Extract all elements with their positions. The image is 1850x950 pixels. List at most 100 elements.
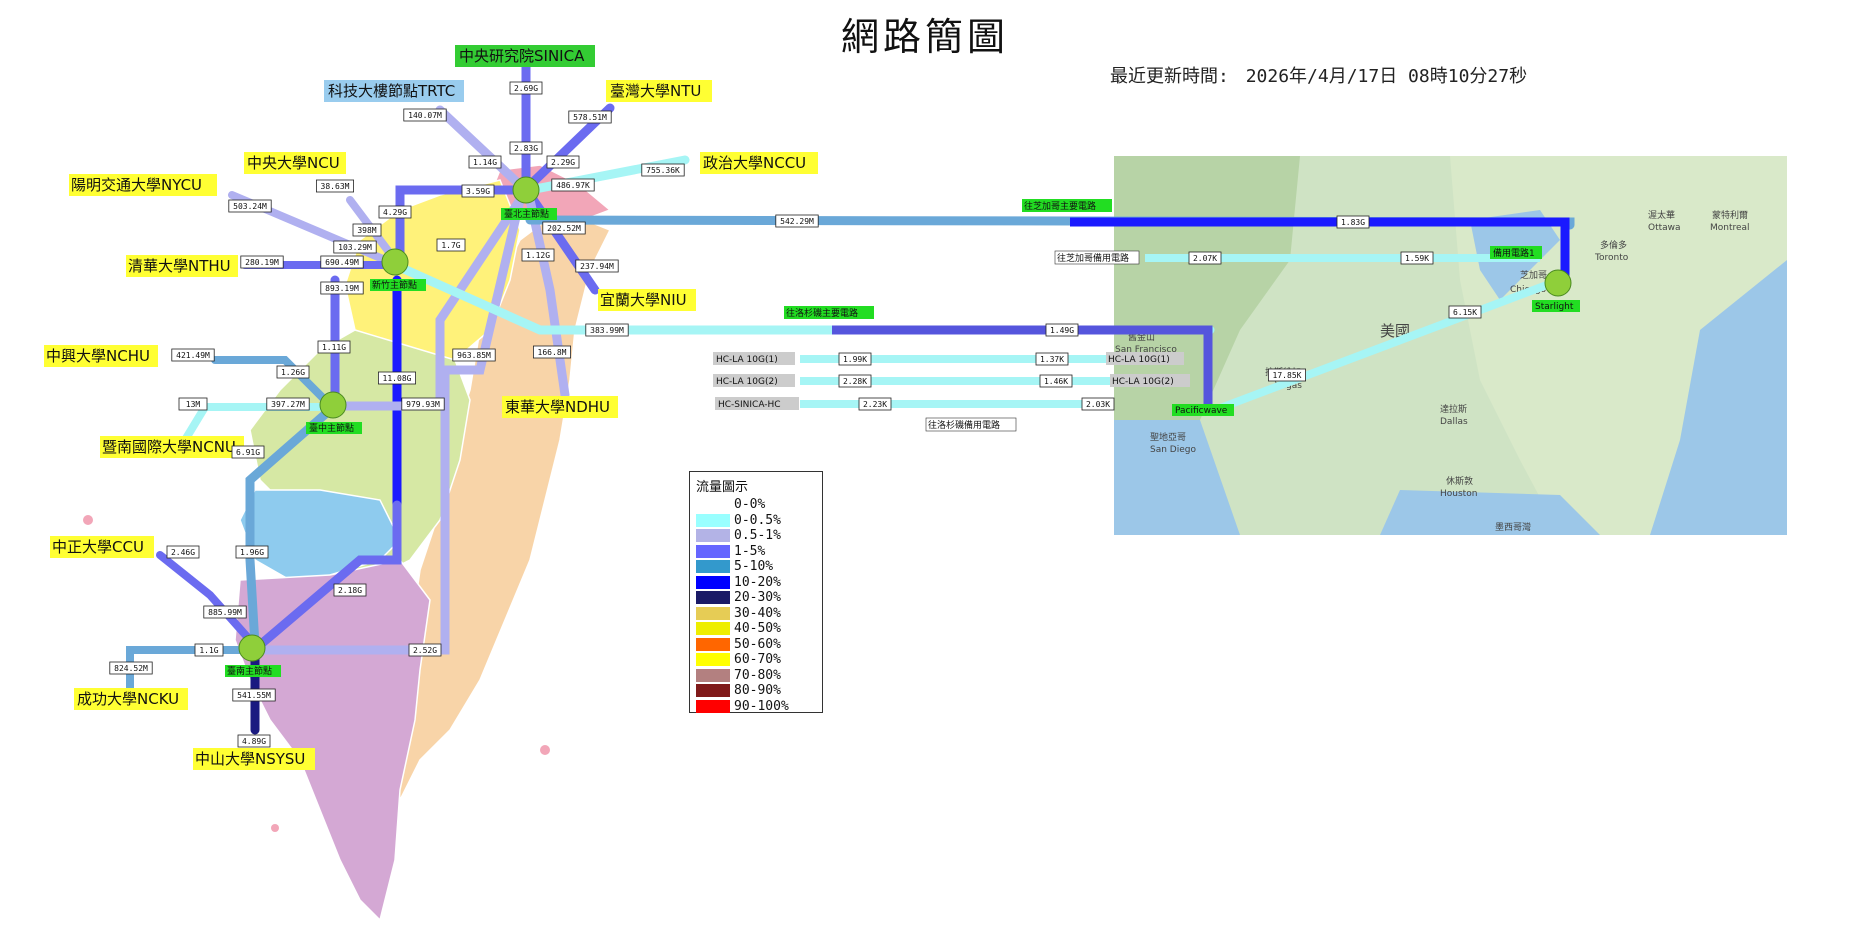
site-nchu[interactable]: 中興大學NCHU — [46, 347, 150, 365]
traffic-value-bg — [1448, 305, 1482, 319]
traffic-value-box: 541.55M — [232, 688, 276, 702]
traffic-value-box: 690.49M — [320, 255, 364, 269]
traffic-value: 824.52M — [114, 664, 148, 673]
circuit-labels: 往芝加哥主要電路 往芝加哥備用電路 備用電路1 往洛杉磯主要電路 往洛杉磯備用電… — [713, 199, 1542, 432]
traffic-value-box: 4.89G — [237, 734, 271, 748]
us-map-atlantic — [1650, 260, 1787, 535]
traffic-value-box: 280.19M — [240, 255, 284, 269]
traffic-value: 17.85K — [1273, 371, 1302, 380]
link-taichung-tainan — [245, 405, 335, 650]
site-nccu[interactable]: 政治大學NCCU — [703, 154, 806, 172]
traffic-value: 2.69G — [514, 84, 538, 93]
traffic-value: 1.99K — [843, 355, 867, 364]
node-taipei[interactable] — [512, 176, 540, 204]
traffic-value: 1.7G — [441, 241, 460, 250]
traffic-value-bg — [320, 281, 364, 295]
legend-swatch — [696, 560, 730, 574]
traffic-value: 166.8M — [538, 348, 567, 357]
site-nycu[interactable]: 陽明交通大學NYCU — [71, 176, 202, 194]
site-ntu[interactable]: 臺灣大學NTU — [610, 82, 701, 100]
traffic-value: 4.29G — [383, 208, 407, 217]
last-updated-value: 2026年/4月/17日 08時10分27秒 — [1245, 66, 1528, 87]
site-nthu[interactable]: 清華大學NTHU — [128, 257, 231, 275]
traffic-value: 2.46G — [171, 548, 195, 557]
node-label-hsinchu: 新竹主節點 — [372, 279, 417, 291]
traffic-value-bg — [1081, 397, 1115, 411]
traffic-value-box: 963.85M — [452, 348, 496, 362]
site-ncu[interactable]: 中央大學NCU — [247, 154, 340, 172]
site-niu[interactable]: 宜蘭大學NIU — [600, 291, 687, 309]
node-starlight[interactable] — [1544, 269, 1572, 297]
legend-swatch — [696, 684, 730, 698]
legend-label: 20-30% — [734, 590, 781, 606]
site-nsysu[interactable]: 中山大學NSYSU — [195, 750, 305, 768]
traffic-value-box: 11.08G — [377, 371, 416, 385]
legend-label: 0.5-1% — [734, 528, 781, 544]
site-ncku[interactable]: 成功大學NCKU — [77, 690, 179, 708]
link-tainan-center — [255, 500, 402, 650]
traffic-value-box: 1.46K — [1039, 374, 1073, 388]
traffic-value-bg — [452, 348, 496, 362]
node-label-tainan: 臺南主節點 — [227, 665, 272, 677]
node-hsinchu[interactable] — [381, 248, 409, 276]
traffic-value-bg — [408, 643, 442, 657]
traffic-value-bg — [377, 371, 416, 385]
traffic-value-bg — [235, 545, 269, 559]
site-trtc[interactable]: 科技大樓節點TRTC — [328, 82, 455, 100]
site-ndhu[interactable]: 東華大學NDHU — [505, 398, 610, 416]
link-ndhu — [525, 195, 570, 400]
traffic-value: 963.85M — [457, 351, 491, 360]
traffic-value-box: 398M — [352, 223, 382, 237]
legend-item: 90-100% — [690, 699, 822, 715]
site-ccu[interactable]: 中正大學CCU — [52, 538, 144, 556]
legend-label: 0-0.5% — [734, 512, 781, 528]
legend-item: 80-90% — [690, 683, 822, 699]
node-tainan[interactable] — [238, 634, 266, 662]
traffic-value-bg — [509, 141, 543, 155]
link-pacificwave-starlight — [1213, 276, 1562, 414]
node-taichung[interactable] — [319, 391, 347, 419]
traffic-value-bg — [378, 205, 412, 219]
traffic-value-box: 237.94M — [575, 259, 619, 273]
legend-item: 1-5% — [690, 544, 822, 560]
site-sinica[interactable]: 中央研究院SINICA — [459, 47, 585, 65]
legend-title: 流量圖示 — [696, 480, 749, 495]
legend-swatch — [696, 653, 730, 667]
traffic-value-bg — [1035, 352, 1069, 366]
circuit-chicago-main: 往芝加哥主要電路 — [1024, 200, 1096, 212]
node-label-pacificwave: Pacificwave — [1175, 406, 1228, 416]
main-nodes: 臺北主節點 新竹主節點 臺中主節點 臺南主節點 Starlight Pacifi… — [225, 176, 1580, 677]
legend-swatch — [696, 668, 730, 682]
legend-item: 70-80% — [690, 668, 822, 684]
traffic-value: 1.37K — [1040, 355, 1064, 364]
traffic-value-box: 202.52M — [542, 221, 586, 235]
traffic-value: 755.36K — [646, 166, 680, 175]
traffic-value-box: 2.83G — [509, 141, 543, 155]
site-label-bg — [44, 345, 158, 367]
circuit-hcla2-left: HC-LA 10G(2) — [716, 377, 778, 387]
traffic-value: 2.28K — [843, 377, 867, 386]
traffic-value-bg — [533, 345, 572, 359]
us-map-label: Toronto — [1594, 253, 1629, 263]
traffic-value-box: 2.18G — [333, 583, 367, 597]
traffic-value-box: 17.85K — [1268, 368, 1307, 382]
site-ncnu[interactable]: 暨南國際大學NCNU — [102, 438, 236, 456]
traffic-value: 541.55M — [237, 691, 271, 700]
legend-label: 60-70% — [734, 652, 781, 668]
traffic-value-bg — [1268, 368, 1307, 382]
circuit-hcla1-right: HC-LA 10G(1) — [1108, 355, 1170, 365]
link-nchu — [211, 356, 334, 409]
traffic-value-box: 1.12G — [521, 248, 555, 262]
traffic-value: 140.07M — [408, 111, 442, 120]
us-map-label: 聖地亞哥 — [1150, 431, 1186, 443]
site-labels: 中央研究院SINICA 科技大樓節點TRTC 臺灣大學NTU 中央大學NCU 政… — [44, 45, 818, 770]
traffic-value: 280.19M — [245, 258, 279, 267]
traffic-value: 237.94M — [580, 262, 614, 271]
us-map-label: Montreal — [1710, 223, 1750, 233]
circuit-chicago-backup-tag: 備用電路1 — [1493, 247, 1535, 259]
traffic-value-box: 503.24M — [228, 199, 272, 213]
circuit-la-main: 往洛杉磯主要電路 — [786, 307, 858, 319]
traffic-value-box: 486.97K — [551, 178, 595, 192]
traffic-value: 578.51M — [573, 113, 607, 122]
